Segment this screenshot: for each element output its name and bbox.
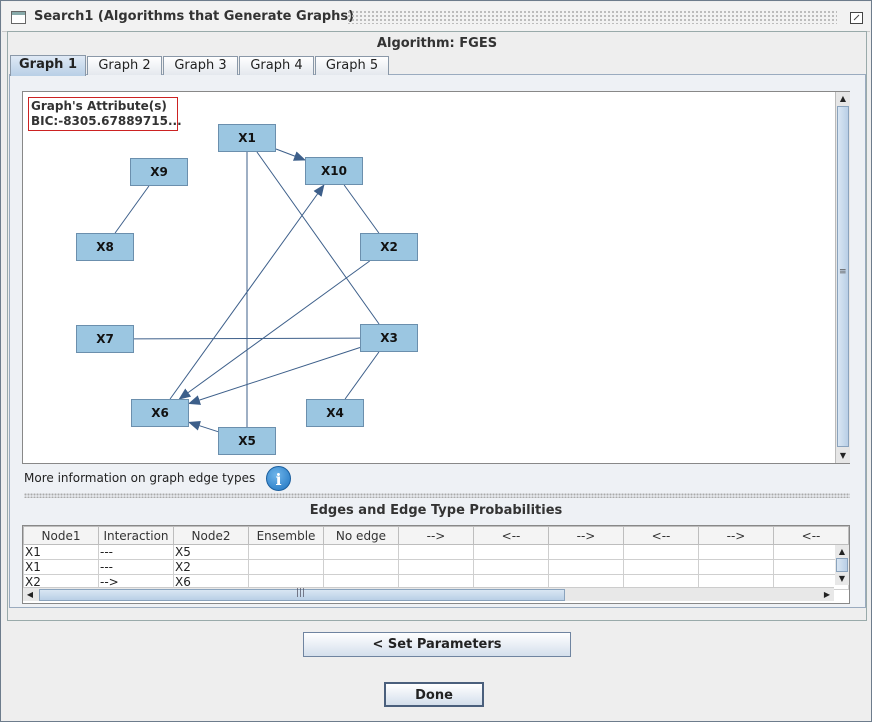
table-vertical-scrollbar[interactable]: ▲ ▼ [835, 545, 849, 585]
graph-attributes-title: Graph's Attribute(s) [31, 99, 167, 113]
table-cell [398, 559, 474, 575]
graph-edge-x3-x7[interactable] [133, 337, 361, 340]
graph-edge-x1-x3[interactable] [256, 151, 380, 325]
graph-canvas[interactable]: Graph's Attribute(s) BIC:-8305.67889715.… [22, 91, 850, 464]
table-cell [323, 559, 399, 575]
table-cell [548, 559, 624, 575]
graph-edges [114, 148, 380, 433]
column-header-green-backward[interactable]: <-- [623, 526, 699, 545]
graph-attributes-box: Graph's Attribute(s) BIC:-8305.67889715.… [28, 97, 182, 131]
graph-edge-x2-x10[interactable] [343, 184, 380, 234]
column-header-node2[interactable]: Node2 [173, 526, 249, 545]
graph-node-x6[interactable]: X6 [131, 399, 189, 427]
graph-edge-x2-x6[interactable] [178, 260, 370, 400]
graph-edge-x6-x10[interactable] [169, 184, 325, 400]
table-cell [248, 544, 324, 560]
column-header-no-edge[interactable]: No edge [323, 526, 399, 545]
graph-node-x4[interactable]: X4 [306, 399, 364, 427]
table-cell [698, 544, 774, 560]
column-header-bold-green-forward[interactable]: --> [698, 526, 774, 545]
table-cell [623, 559, 699, 575]
tab-graph-5[interactable]: Graph 5 [315, 56, 389, 75]
table-header-row: Node1 Interaction Node2 Ensemble No edge… [23, 526, 849, 545]
table-cell [548, 544, 624, 560]
table-vscroll-thumb[interactable] [836, 558, 848, 572]
graph-node-x10[interactable]: X10 [305, 157, 363, 185]
edge-probability-table: Node1 Interaction Node2 Ensemble No edge… [23, 526, 849, 590]
done-button[interactable]: Done [384, 682, 484, 707]
graph-edge-x3-x4[interactable] [344, 351, 380, 400]
graph-vertical-scrollbar[interactable]: ▲ ▼ [835, 92, 850, 463]
column-header-green-forward[interactable]: --> [548, 526, 624, 545]
edge-table-title: Edges and Edge Type Probabilities [309, 503, 563, 518]
table-cell [623, 544, 699, 560]
graph-scroll-thumb[interactable] [837, 106, 849, 447]
scroll-down-icon[interactable]: ▼ [839, 451, 847, 460]
graph-node-x5[interactable]: X5 [218, 427, 276, 455]
tab-graph-3[interactable]: Graph 3 [163, 56, 238, 75]
table-cell: X2 [173, 559, 249, 575]
scroll-up-icon[interactable]: ▲ [839, 94, 847, 103]
tab-graph-1[interactable]: Graph 1 [10, 55, 86, 76]
table-cell [398, 544, 474, 560]
column-header-directed-forward[interactable]: --> [398, 526, 474, 545]
split-pane-divider[interactable] [24, 493, 850, 498]
window-title: Search1 (Algorithms that Generate Graphs… [34, 9, 355, 24]
title-bar[interactable]: Search1 (Algorithms that Generate Graphs… [2, 2, 870, 32]
title-bar-grip [347, 10, 837, 24]
table-row[interactable]: X1 --- X2 [23, 559, 849, 575]
table-cell [698, 559, 774, 575]
table-horizontal-scrollbar[interactable]: ◀ ▶ [23, 587, 834, 601]
table-cell: --- [98, 559, 174, 575]
scroll-right-icon[interactable]: ▶ [823, 590, 831, 599]
table-cell: X1 [23, 559, 99, 575]
tab-graph-4[interactable]: Graph 4 [239, 56, 314, 75]
table-cell: X1 [23, 544, 99, 560]
table-cell: --- [98, 544, 174, 560]
table-cell [323, 544, 399, 560]
scroll-left-icon[interactable]: ◀ [26, 590, 34, 599]
table-row[interactable]: X1 --- X5 [23, 544, 849, 560]
column-header-directed-backward[interactable]: <-- [473, 526, 549, 545]
table-cell [473, 559, 549, 575]
info-icon[interactable]: i [266, 466, 291, 491]
graph-node-x9[interactable]: X9 [130, 158, 188, 186]
set-parameters-button[interactable]: < Set Parameters [303, 632, 571, 657]
window-icon [11, 11, 26, 24]
graph-edge-x1-x10[interactable] [275, 148, 306, 161]
maximize-icon[interactable] [850, 12, 863, 24]
table-scroll-down-icon[interactable]: ▼ [838, 574, 846, 583]
table-cell [248, 559, 324, 575]
more-info-text: More information on graph edge types [24, 471, 256, 485]
table-cell [473, 544, 549, 560]
tab-graph-2[interactable]: Graph 2 [87, 56, 162, 75]
column-header-node1[interactable]: Node1 [23, 526, 99, 545]
graph-edge-x8-x9[interactable] [114, 185, 150, 234]
table-hscroll-thumb[interactable] [39, 588, 565, 601]
table-scroll-up-icon[interactable]: ▲ [838, 547, 846, 556]
column-header-bold-green-backward[interactable]: <-- [773, 526, 849, 545]
column-header-interaction[interactable]: Interaction [98, 526, 174, 545]
graph-node-x1[interactable]: X1 [218, 124, 276, 152]
graph-node-x3[interactable]: X3 [360, 324, 418, 352]
graph-node-x7[interactable]: X7 [76, 325, 134, 353]
table-cell: X5 [173, 544, 249, 560]
graph-edge-x5-x6[interactable] [188, 420, 219, 433]
graph-edge-x3-x6[interactable] [188, 347, 361, 405]
algorithm-label: Algorithm: FGES [376, 36, 498, 51]
graph-attributes-bic: BIC:-8305.67889715... [31, 114, 182, 128]
graph-node-x8[interactable]: X8 [76, 233, 134, 261]
graph-node-x2[interactable]: X2 [360, 233, 418, 261]
column-header-ensemble[interactable]: Ensemble [248, 526, 324, 545]
